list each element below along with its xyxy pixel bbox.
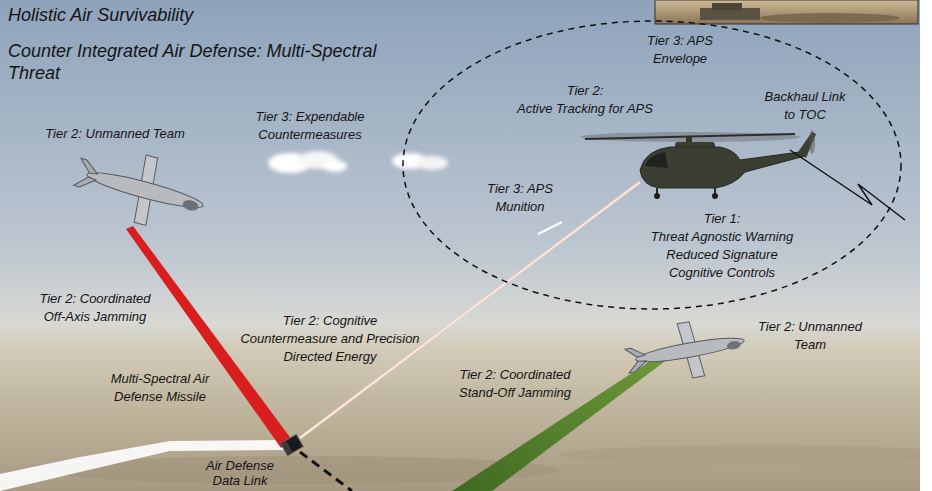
annotation-label: Counter Integrated Air Defense: Multi-Sp… xyxy=(8,40,377,84)
flare-puff xyxy=(416,156,448,170)
node-text: Backhaul Link to TOC xyxy=(765,88,846,124)
photo-vehicle xyxy=(712,3,742,10)
uav-fuselage xyxy=(85,167,205,214)
annotation-label: Air Defense Data Link xyxy=(206,458,274,488)
photo-frame xyxy=(655,0,918,24)
directed-energy-beam xyxy=(300,182,640,438)
node-text: Tier 2: Active Tracking for APS xyxy=(517,82,653,118)
tail-rotor xyxy=(809,130,815,154)
uav-sensor xyxy=(182,198,200,212)
annotation-label: Tier 2: Unmanned Team xyxy=(45,125,185,143)
envelope-outline-layer xyxy=(402,20,902,310)
aps-envelope-region: Tier 3: APS EnvelopeTier 2: Active Track… xyxy=(402,20,902,310)
diagram-title: Holistic Air Survivability xyxy=(8,4,193,26)
annotation-label: Tier 2: Coordinated Stand-Off Jamming xyxy=(459,366,571,402)
page-margin xyxy=(920,0,932,491)
aps-munition-streak xyxy=(538,222,562,234)
backhaul-link-line xyxy=(790,150,905,220)
data-link-line xyxy=(300,452,352,491)
uav-sensor xyxy=(726,340,741,350)
annotation-label: Tier 2: Unmanned Team xyxy=(758,318,862,354)
ground-shading xyxy=(560,445,932,465)
annotation-label: Multi-Spectral Air Defense Missile xyxy=(111,370,209,406)
uav-tail xyxy=(78,158,100,175)
photo-terrain xyxy=(760,13,900,23)
annotation-label: Tier 2: Cognitive Countermeasure and Pre… xyxy=(240,312,419,366)
uav-left xyxy=(69,139,212,238)
jamming-wedge xyxy=(452,352,672,491)
uav-fuselage xyxy=(635,334,746,367)
envelope-outline xyxy=(403,21,901,309)
annotation-label: Tier 2: Coordinated Off-Axis Jamming xyxy=(39,290,150,326)
uav-tail xyxy=(627,360,647,373)
flare-puff xyxy=(323,160,347,172)
missile-body xyxy=(281,434,304,455)
uav-tail xyxy=(625,346,645,359)
helicopter xyxy=(580,130,816,199)
flare-cloud xyxy=(268,151,448,173)
node-text: Tier 3: APS Envelope xyxy=(647,32,713,68)
directed-energy-beam-core xyxy=(300,182,640,438)
annotation-label: Tier 3: Expendable Countermeasures xyxy=(255,108,364,144)
uav-tail xyxy=(74,174,96,191)
wheel xyxy=(712,193,718,199)
wheel xyxy=(654,193,660,199)
missile-trail xyxy=(0,440,284,491)
cockpit-window xyxy=(645,152,668,168)
node-text: Tier 1: Threat Agnostic Warning Reduced … xyxy=(651,210,793,282)
node-text: Tier 3: APS Munition xyxy=(487,180,553,216)
missile-face xyxy=(281,440,293,455)
uav-right xyxy=(622,313,749,389)
missile-symbol xyxy=(281,434,304,455)
fuselage xyxy=(640,147,805,188)
photo-inset xyxy=(655,0,918,24)
